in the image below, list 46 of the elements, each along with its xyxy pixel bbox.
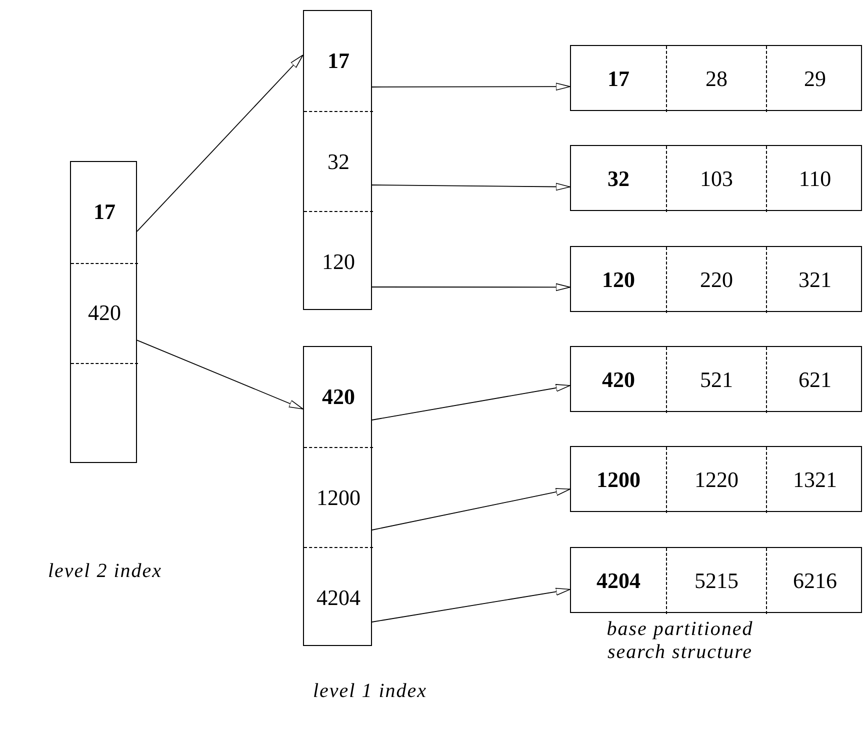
key-value: 17 [328, 48, 350, 74]
key-value: 1321 [793, 467, 837, 494]
key-value: 4204 [596, 568, 640, 594]
key-value: 120 [322, 248, 355, 274]
arrow [372, 82, 570, 90]
partition-row [570, 45, 862, 111]
caption-text: base partitioned search structure [606, 618, 754, 664]
key-value: 321 [798, 266, 832, 293]
partition-row [570, 346, 862, 412]
key-value: 17 [94, 199, 116, 226]
key-value: 521 [700, 366, 733, 393]
key-value: 5215 [694, 568, 738, 594]
key-value: 1200 [316, 484, 360, 510]
partition-row [570, 145, 862, 212]
key-value: 103 [700, 166, 733, 192]
caption-text: level 2 index [46, 560, 164, 583]
arrow [372, 588, 570, 622]
partition-row [570, 246, 862, 312]
key-value: 4204 [316, 584, 360, 610]
key-value: 220 [700, 266, 733, 293]
partition-row [570, 546, 862, 612]
key-value: 1220 [694, 467, 738, 494]
key-value: 32 [608, 166, 630, 192]
key-value: 110 [798, 166, 832, 192]
key-value: 420 [602, 366, 635, 393]
partition-row [570, 446, 862, 512]
key-value: 621 [798, 366, 832, 393]
key-value: 28 [706, 66, 728, 92]
key-value: 420 [88, 300, 121, 326]
key-value: 6216 [793, 568, 837, 594]
key-value: 17 [608, 66, 630, 92]
arrow [136, 340, 304, 410]
index-column [303, 10, 372, 310]
key-value: 120 [602, 266, 635, 293]
arrow [372, 283, 570, 292]
index-column [70, 161, 137, 463]
key-value: 420 [322, 384, 355, 410]
arrow [372, 182, 570, 191]
caption-text: level 1 index [312, 680, 428, 703]
key-value: 1200 [596, 467, 640, 494]
key-value: 32 [328, 148, 350, 174]
arrow [372, 488, 570, 530]
key-value: 29 [804, 66, 826, 92]
arrow [372, 384, 570, 420]
arrow [136, 54, 304, 232]
index-column [303, 346, 372, 646]
